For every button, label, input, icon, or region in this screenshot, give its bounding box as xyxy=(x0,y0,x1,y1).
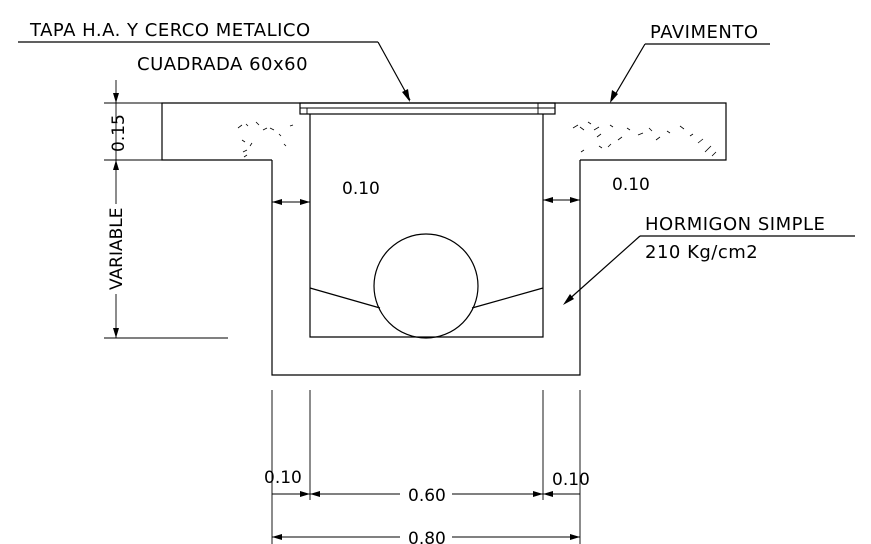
dim-variable-mask xyxy=(106,204,126,294)
pipe xyxy=(309,233,544,339)
dim-variable xyxy=(104,328,228,339)
dim-inner-width-text: 0.60 xyxy=(408,486,446,506)
dim-variable-text: VARIABLE xyxy=(107,207,127,290)
box-walls xyxy=(271,114,581,376)
leader-cover xyxy=(18,41,411,102)
concrete-label-line2: 210 Kg/cm2 xyxy=(645,242,758,263)
dim-wall-right xyxy=(543,197,580,203)
dim-wall-right-text: 0.10 xyxy=(612,175,650,195)
concrete-label-line1: HORMIGON SIMPLE xyxy=(645,214,825,235)
leader-concrete xyxy=(563,235,855,305)
dim-slab-thickness-text: 0.15 xyxy=(109,114,129,152)
dim-wall-left-text: 0.10 xyxy=(342,179,380,199)
dim-bottom-wall-left-text: 0.10 xyxy=(264,468,302,488)
dim-wall-left xyxy=(272,199,310,205)
cover-label-line2: CUADRADA 60x60 xyxy=(137,54,308,75)
pavement-hatch xyxy=(237,121,717,158)
dim-outer-width xyxy=(272,534,580,540)
dim-bottom-wall-right-text: 0.10 xyxy=(552,470,590,490)
dim-extension-lines xyxy=(271,390,581,544)
cover-frame xyxy=(299,102,556,115)
leader-pavement xyxy=(610,43,770,103)
cover-label-line1: TAPA H.A. Y CERCO METALICO xyxy=(29,20,311,41)
pavement-slab xyxy=(161,102,727,161)
pavement-label: PAVIMENTO xyxy=(650,22,759,43)
dim-outer-width-text: 0.80 xyxy=(408,529,446,544)
dim-inner-width xyxy=(272,491,580,497)
